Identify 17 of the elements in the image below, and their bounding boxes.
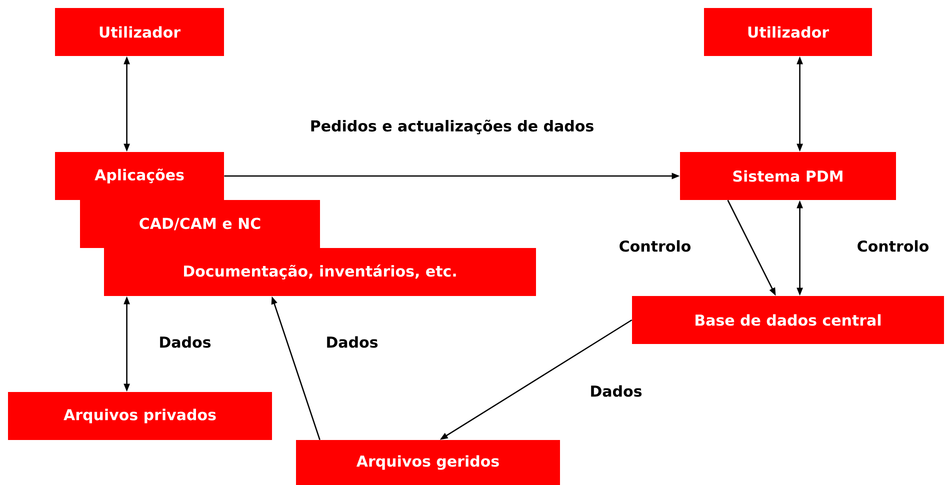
process-box: Aplicações [55,152,224,200]
process-box: Utilizador [55,8,224,56]
edge-label: Pedidos e actualizações de dados [308,118,596,136]
edge-label: Controlo [618,239,692,253]
edge-label: Dados [158,335,212,349]
edge-label: Controlo [856,239,930,253]
process-box: Base de dados central [632,296,944,344]
edge-label: Dados [324,335,380,349]
node-label: CAD/CAM e NC [140,218,260,230]
process-box: Arquivos geridos [296,440,560,485]
process-box: Documentação, inventários, etc. [104,248,536,296]
process-box: Arquivos privados [8,392,272,440]
process-box: Utilizador [704,8,872,56]
process-box: Sistema PDM [680,152,896,200]
process-box: CAD/CAM e NC [80,200,320,248]
edge-label: Dados [588,384,644,398]
node-label: Aplicações [94,168,184,184]
